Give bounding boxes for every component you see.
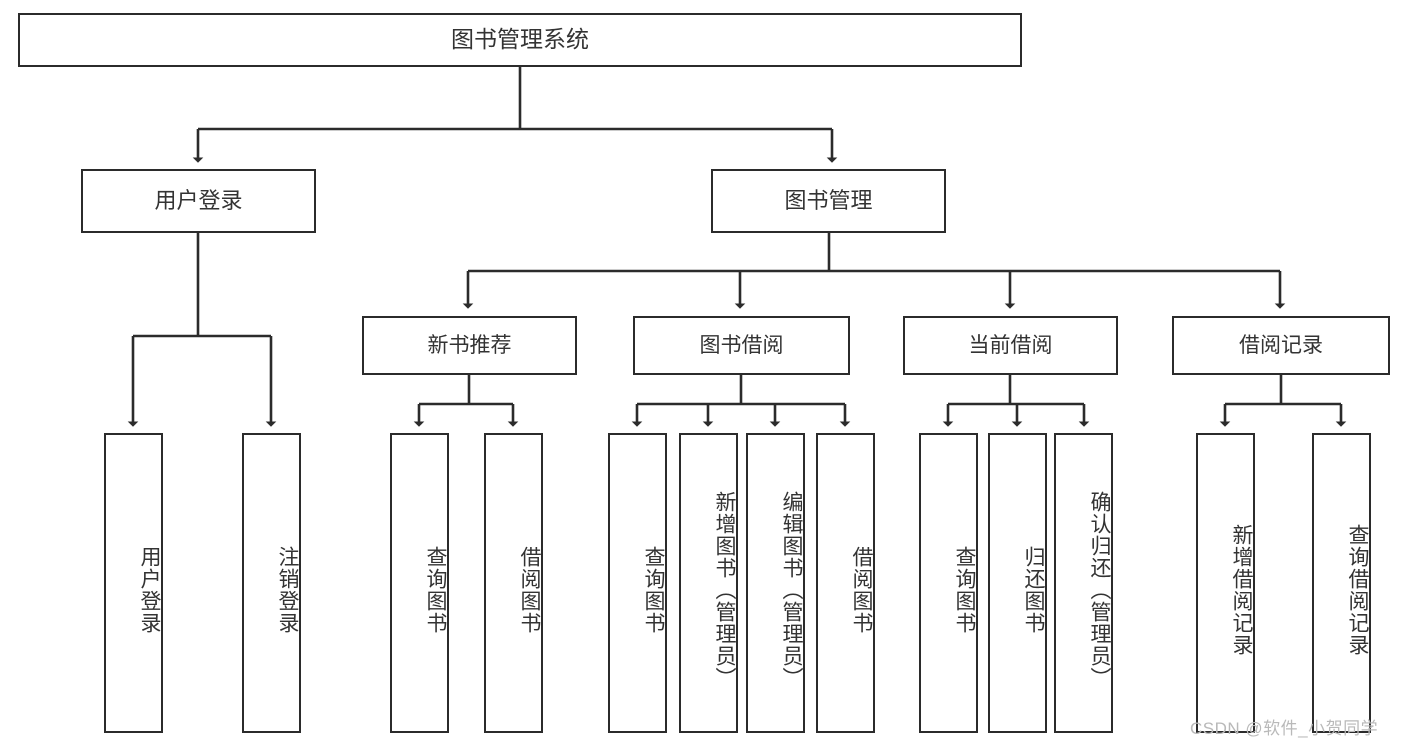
node-label: 当前借阅 bbox=[968, 333, 1053, 357]
leaf-current-confirm-return-admin[interactable]: 确认归还（管理员） bbox=[1054, 433, 1113, 733]
node-label: 新增图书（管理员） bbox=[713, 491, 736, 689]
node-label: 借阅图书 bbox=[518, 546, 541, 634]
node-label: 借阅图书 bbox=[850, 546, 873, 634]
node-new-book-recommend[interactable]: 新书推荐 bbox=[362, 316, 577, 375]
node-book-borrow[interactable]: 图书借阅 bbox=[633, 316, 850, 375]
node-label: 归还图书 bbox=[1022, 546, 1045, 634]
node-label: 用户登录 bbox=[138, 546, 161, 634]
leaf-borrow-add-book-admin[interactable]: 新增图书（管理员） bbox=[679, 433, 738, 733]
node-label: 注销登录 bbox=[276, 546, 299, 634]
leaf-recommend-query-book[interactable]: 查询图书 bbox=[390, 433, 449, 733]
leaf-current-return-book[interactable]: 归还图书 bbox=[988, 433, 1047, 733]
node-label: 查询图书 bbox=[642, 546, 665, 634]
node-label: 查询图书 bbox=[424, 546, 447, 634]
node-label: 用户登录 bbox=[154, 187, 243, 213]
leaf-recommend-borrow-book[interactable]: 借阅图书 bbox=[484, 433, 543, 733]
leaf-user-login-signout[interactable]: 注销登录 bbox=[242, 433, 301, 733]
node-label: 查询借阅记录 bbox=[1346, 524, 1369, 656]
leaf-borrow-edit-book-admin[interactable]: 编辑图书（管理员） bbox=[746, 433, 805, 733]
node-current-borrow[interactable]: 当前借阅 bbox=[903, 316, 1118, 375]
node-label: 新增借阅记录 bbox=[1230, 524, 1253, 656]
leaf-borrow-borrow-book[interactable]: 借阅图书 bbox=[816, 433, 875, 733]
node-label: 查询图书 bbox=[953, 546, 976, 634]
leaf-borrow-query-book[interactable]: 查询图书 bbox=[608, 433, 667, 733]
leaf-record-query-record[interactable]: 查询借阅记录 bbox=[1312, 433, 1371, 733]
node-borrow-record[interactable]: 借阅记录 bbox=[1172, 316, 1390, 375]
node-label: 图书管理系统 bbox=[451, 26, 589, 53]
node-label: 新书推荐 bbox=[427, 333, 512, 357]
node-book-management[interactable]: 图书管理 bbox=[711, 169, 946, 233]
node-label: 确认归还（管理员） bbox=[1088, 491, 1111, 689]
leaf-current-query-book[interactable]: 查询图书 bbox=[919, 433, 978, 733]
node-label: 借阅记录 bbox=[1239, 333, 1323, 357]
leaf-user-login-signin[interactable]: 用户登录 bbox=[104, 433, 163, 733]
node-book-management-system[interactable]: 图书管理系统 bbox=[18, 13, 1022, 67]
node-label: 图书借阅 bbox=[699, 333, 784, 357]
leaf-record-add-record[interactable]: 新增借阅记录 bbox=[1196, 433, 1255, 733]
watermark: CSDN @软件_小贺同学 bbox=[1190, 719, 1379, 738]
node-user-login[interactable]: 用户登录 bbox=[81, 169, 316, 233]
node-label: 图书管理 bbox=[784, 187, 873, 213]
node-label: 编辑图书（管理员） bbox=[780, 491, 803, 689]
